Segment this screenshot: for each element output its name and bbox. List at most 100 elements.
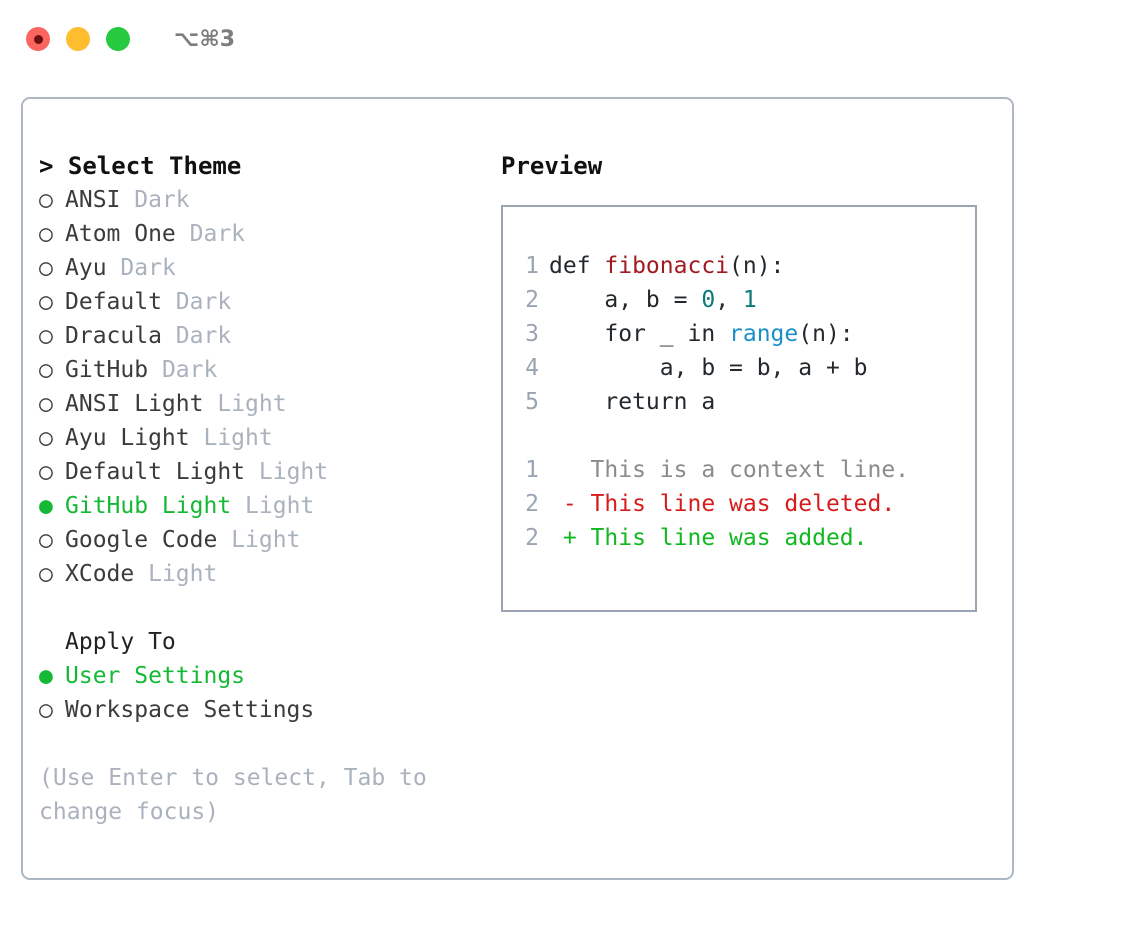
theme-option-google-code[interactable]: ○Google Code Light — [39, 523, 499, 557]
diff-line-text: - This line was deleted. — [549, 491, 896, 517]
theme-option-variant: Dark — [189, 221, 246, 247]
code-token-plain: return a — [549, 389, 716, 415]
diff-line-text: + This line was added. — [549, 525, 868, 551]
radio-unselected-icon: ○ — [39, 561, 53, 587]
theme-option-label: Default — [65, 289, 162, 315]
theme-option-label: Default Light — [65, 459, 246, 485]
code-diff-gap — [513, 419, 971, 453]
diff-line-text: This is a context line. — [549, 457, 910, 483]
select-theme-heading: > Select Theme — [39, 152, 242, 180]
apply-to-option-workspace-settings[interactable]: ○ Workspace Settings — [39, 693, 499, 727]
code-line: 2 a, b = 0, 1 — [513, 283, 971, 317]
theme-option-variant: Light — [258, 459, 329, 485]
keyboard-shortcut-label: ⌥⌘3 — [174, 26, 236, 52]
code-token-plain: , — [715, 287, 743, 313]
theme-option-dracula[interactable]: ○Dracula Dark — [39, 319, 499, 353]
hint-spacer — [39, 727, 499, 761]
theme-option-variant: Light — [245, 493, 315, 519]
code-token-plain: (n): — [798, 321, 854, 347]
theme-option-label: GitHub Light — [65, 493, 232, 519]
theme-option-label: Atom One — [65, 221, 176, 247]
panel-columns: > Select Theme ○ANSI Dark○Atom One Dark○… — [23, 99, 1012, 878]
theme-option-variant: Dark — [120, 255, 176, 281]
theme-option-ansi[interactable]: ○ANSI Dark — [39, 183, 499, 217]
code-line: 5 return a — [513, 385, 971, 419]
code-line-number: 2 — [525, 287, 539, 313]
theme-option-variant: Dark — [175, 289, 232, 315]
title-bar: ⌥⌘3 — [0, 0, 1140, 78]
radio-selected-icon: ● — [39, 493, 53, 519]
theme-list[interactable]: ○ANSI Dark○Atom One Dark○Ayu Dark○Defaul… — [39, 183, 499, 591]
radio-selected-icon: ● — [39, 663, 53, 689]
radio-unselected-icon: ○ — [39, 425, 53, 451]
theme-option-default[interactable]: ○ Default Dark — [39, 285, 499, 319]
code-line-number: 3 — [525, 321, 539, 347]
radio-unselected-icon: ○ — [39, 255, 53, 281]
theme-option-variant: Light — [217, 391, 287, 417]
theme-option-default-light[interactable]: ○Default Light Light — [39, 455, 499, 489]
maximize-button[interactable] — [106, 27, 130, 51]
preview-title: Preview — [501, 152, 603, 180]
code-token-plain: (n): — [729, 253, 785, 279]
radio-unselected-icon: ○ — [39, 357, 53, 383]
theme-option-github-light[interactable]: ● GitHub Light Light — [39, 489, 499, 523]
code-token-call: range — [729, 321, 799, 347]
diff-line-number: 1 — [525, 457, 539, 483]
diff-sample: 1 This is a context line.2 - This line w… — [513, 453, 971, 555]
diff-line-added: 2 + This line was added. — [513, 521, 971, 555]
radio-unselected-icon: ○ — [39, 289, 53, 315]
theme-option-ayu-light[interactable]: ○ Ayu Light Light — [39, 421, 499, 455]
radio-unselected-icon: ○ — [39, 527, 53, 553]
theme-option-ansi-light[interactable]: ○ ANSI Light Light — [39, 387, 499, 421]
apply-to-option-label: User Settings — [65, 663, 246, 689]
theme-option-variant: Dark — [134, 187, 190, 213]
code-token-plain: for _ in — [549, 321, 730, 347]
theme-picker-column: > Select Theme ○ANSI Dark○Atom One Dark○… — [39, 149, 499, 829]
code-line-number: 4 — [525, 355, 539, 381]
theme-option-variant: Light — [148, 561, 218, 587]
code-line: 4 a, b = b, a + b — [513, 351, 971, 385]
code-line-number: 5 — [525, 389, 539, 415]
apply-to-option-user-settings[interactable]: ● User Settings — [39, 659, 499, 693]
code-token-plain: def — [549, 253, 605, 279]
keyboard-hint: (Use Enter to select, Tab to change focu… — [39, 765, 427, 825]
theme-option-label: XCode — [65, 561, 135, 587]
main-panel: > Select Theme ○ANSI Dark○Atom One Dark○… — [21, 97, 1014, 880]
diff-line-number: 2 — [525, 525, 539, 551]
code-token-plain: a, b = — [549, 287, 702, 313]
code-line: 3 for _ in range(n): — [513, 317, 971, 351]
radio-unselected-icon: ○ — [39, 187, 53, 213]
theme-option-ayu[interactable]: ○ Ayu Dark — [39, 251, 499, 285]
theme-option-label: Ayu — [65, 255, 107, 281]
theme-option-label: ANSI Light — [65, 391, 204, 417]
theme-option-label: Dracula — [65, 323, 162, 349]
theme-option-variant: Light — [203, 425, 273, 451]
theme-option-variant: Dark — [161, 357, 218, 383]
radio-unselected-icon: ○ — [39, 391, 53, 417]
theme-option-github[interactable]: ○ GitHub Dark — [39, 353, 499, 387]
list-spacer — [39, 591, 499, 625]
code-token-func: fibonacci — [604, 253, 730, 279]
diff-line-deleted: 2 - This line was deleted. — [513, 487, 971, 521]
radio-unselected-icon: ○ — [39, 697, 53, 723]
theme-option-label: GitHub — [65, 357, 149, 383]
apply-to-list[interactable]: ● User Settings ○ Workspace Settings — [39, 659, 499, 727]
theme-option-variant: Dark — [175, 323, 232, 349]
theme-option-atom-one[interactable]: ○ Atom One Dark — [39, 217, 499, 251]
recording-indicator-icon — [33, 34, 43, 44]
minimize-button[interactable] — [66, 27, 90, 51]
apply-to-label: Apply To — [65, 629, 176, 655]
radio-unselected-icon: ○ — [39, 221, 53, 247]
code-token-num: 0 — [701, 287, 716, 313]
diff-line-context: 1 This is a context line. — [513, 453, 971, 487]
apply-to-option-label: Workspace Settings — [65, 697, 315, 723]
diff-line-number: 2 — [525, 491, 539, 517]
theme-option-xcode[interactable]: ○ XCode Light — [39, 557, 499, 591]
theme-option-label: Ayu Light — [65, 425, 190, 451]
close-button[interactable] — [26, 27, 50, 51]
